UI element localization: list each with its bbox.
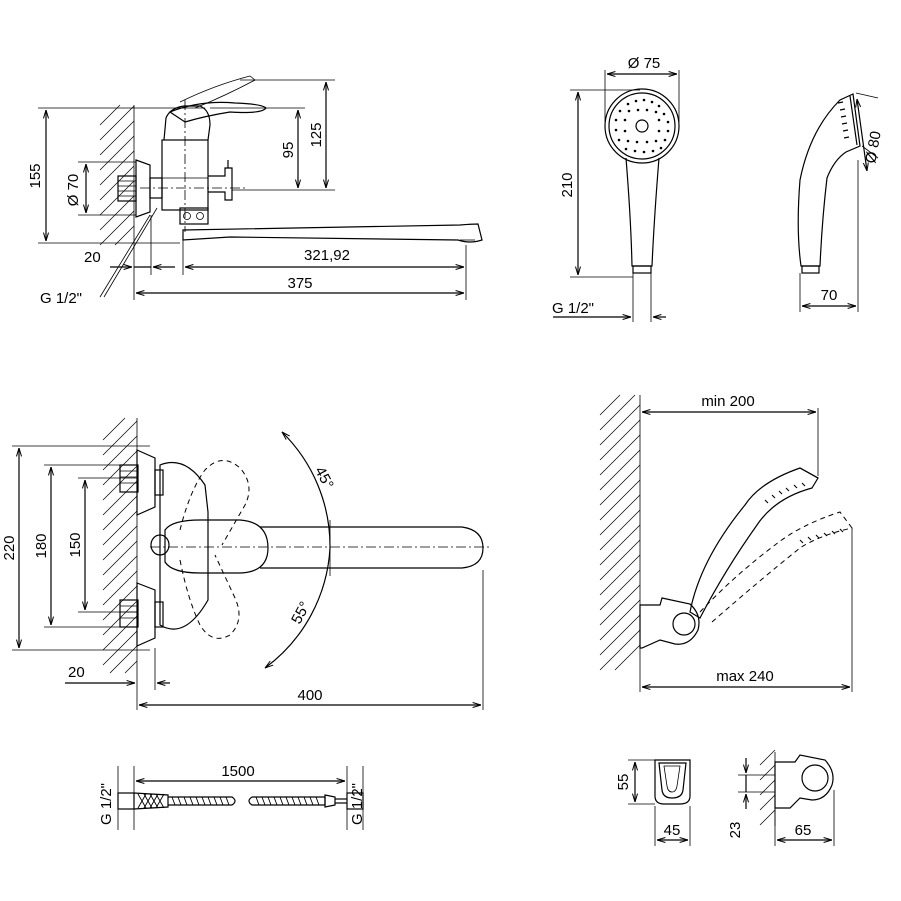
shower-handle (625, 157, 660, 267)
decorative-flange (135, 159, 151, 218)
hose-view: 1500 G 1/2" G 1/2" (98, 763, 366, 830)
wall-holder (639, 597, 700, 649)
wall-hatch-top (102, 417, 138, 675)
shower-position-max (699, 511, 853, 623)
dim-65: 65 (795, 822, 812, 839)
side-connector (801, 265, 820, 274)
holder-side (774, 754, 834, 809)
dim-20-top: 20 (68, 664, 85, 681)
dim-220: 220 (1, 535, 18, 560)
dim-375: 375 (287, 275, 312, 292)
flange-upper (136, 449, 156, 516)
handle-connector (632, 265, 652, 274)
holder-installation-view: min 200 max 240 (599, 393, 853, 692)
hose-nut-left (117, 792, 135, 810)
cartridge-cap (163, 105, 211, 141)
dim-70-side: 70 (821, 287, 838, 304)
angle-45: 45° (311, 464, 337, 492)
lever-handle (168, 101, 267, 123)
dim-321-92: 321,92 (304, 247, 350, 264)
mixer-top-view: 45° 55° 220 180 150 20 400 (1, 417, 490, 710)
dim-125: 125 (308, 122, 325, 147)
shower-side-body (797, 93, 861, 267)
hand-shower-side-view: Ø 80 70 (797, 92, 885, 312)
diverter-knob (208, 167, 233, 201)
hand-shower-front-view: Ø 75 210 G 1/2" (552, 55, 680, 322)
thread-label-right: G 1/2" (349, 783, 366, 825)
angle-55: 55° (288, 599, 314, 627)
lever-position-45 (179, 460, 250, 546)
dim-95: 95 (280, 142, 297, 159)
dim-min-200: min 200 (701, 393, 754, 410)
wall-hatch-holder (599, 394, 641, 671)
dim-210: 210 (559, 172, 576, 197)
dim-155: 155 (27, 163, 44, 188)
dim-diameter-80: Ø 80 (862, 130, 884, 165)
thread-label-shower: G 1/2" (552, 300, 594, 317)
mixer-body-top (159, 461, 209, 630)
outlet-connector (179, 207, 209, 225)
side-nozzles (837, 101, 850, 139)
dim-1500: 1500 (221, 763, 254, 780)
dim-45: 45 (664, 822, 681, 839)
dim-180: 180 (33, 533, 50, 558)
mixer-side-view: 155 Ø 70 95 125 20 321,92 375 G 1/2" (27, 75, 483, 307)
thread-label: G 1/2" (40, 290, 82, 307)
holder-front-view: 55 45 (615, 759, 691, 846)
flange-lower (136, 582, 156, 647)
thread-label-left: G 1/2" (98, 783, 115, 825)
dim-diameter-75: Ø 75 (628, 55, 661, 72)
holder-front (654, 759, 691, 805)
spout-top (260, 526, 484, 569)
dim-20: 20 (84, 249, 101, 266)
lever-position-55 (179, 554, 240, 639)
spray-nozzles (614, 98, 670, 154)
dim-max-240: max 240 (716, 668, 774, 685)
lever-top (164, 519, 269, 574)
lever-raised (179, 75, 256, 109)
hose-body-left (168, 796, 236, 806)
shower-position-min (689, 467, 819, 619)
dim-23: 23 (727, 822, 744, 839)
shower-head (604, 88, 680, 164)
hose-body-right (248, 796, 326, 806)
holder-wall-hatch (759, 749, 776, 826)
dim-diameter-70: Ø 70 (65, 174, 82, 207)
dim-150: 150 (67, 532, 84, 557)
wall-hatch (99, 104, 135, 246)
dim-55: 55 (615, 774, 632, 791)
dim-400: 400 (297, 687, 322, 704)
holder-side-view: 65 23 (727, 749, 835, 846)
spout (182, 223, 483, 243)
